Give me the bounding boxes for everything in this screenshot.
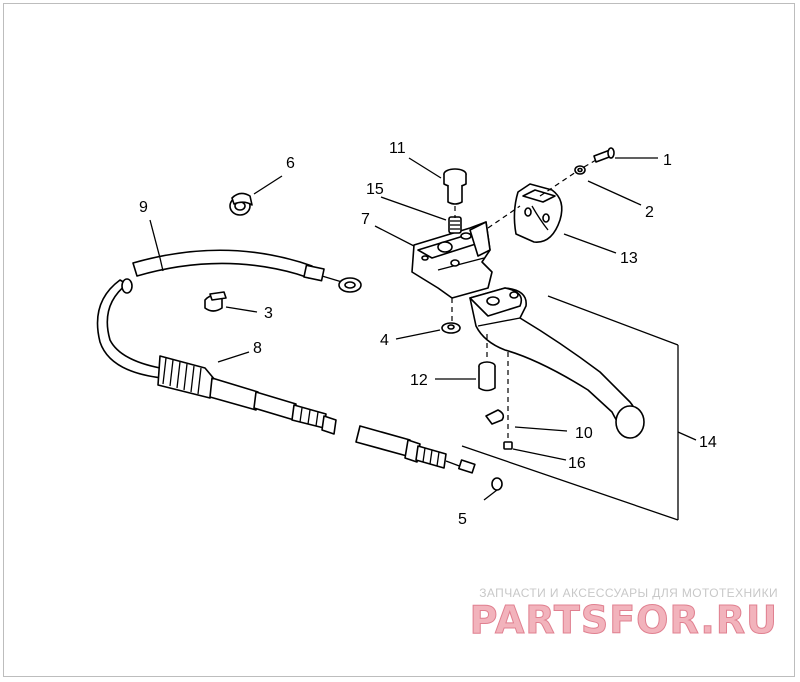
cable-assembly-8 — [96, 278, 337, 435]
callout-15: 15 — [366, 181, 384, 198]
diagram-frame — [3, 3, 795, 677]
bushing-12 — [478, 361, 496, 392]
callout-11: 11 — [389, 140, 406, 157]
nut-16 — [503, 441, 513, 450]
callout-7: 7 — [361, 211, 370, 228]
watermark: ЗАПЧАСТИ И АКСЕССУАРЫ ДЛЯ МОТОТЕХНИКИ PA… — [469, 586, 778, 643]
interlock-4 — [441, 322, 461, 334]
callout-2: 2 — [645, 204, 654, 221]
clip-3 — [204, 291, 227, 312]
callout-numbers: 1 2 3 4 5 6 7 8 9 10 11 12 13 14 15 16 — [139, 140, 717, 528]
retaining-clip-10 — [485, 409, 505, 425]
clutch-lever-14 — [469, 287, 645, 439]
watermark-tagline: ЗАПЧАСТИ И АКСЕССУАРЫ ДЛЯ МОТОТЕХНИКИ — [479, 586, 778, 600]
spring-15 — [448, 216, 462, 234]
callout-9: 9 — [139, 199, 148, 216]
callout-10: 10 — [575, 425, 593, 442]
cable-housing-9 — [132, 249, 362, 293]
o-ring-5 — [491, 477, 503, 491]
callout-4: 4 — [380, 332, 389, 349]
callout-6: 6 — [286, 155, 295, 172]
leader-lines — [149, 157, 697, 521]
screw-1 — [593, 147, 615, 163]
clamp-13 — [513, 183, 563, 243]
washer-2 — [574, 165, 586, 175]
callout-3: 3 — [264, 305, 273, 322]
cable-end-fitting — [355, 425, 476, 474]
assembly-lines — [451, 159, 597, 440]
callout-8: 8 — [253, 340, 262, 357]
pivot-pin-11 — [443, 168, 467, 205]
lever-bracket-7 — [411, 221, 493, 299]
callout-16: 16 — [568, 455, 586, 472]
callout-13: 13 — [620, 250, 638, 267]
callout-5: 5 — [458, 511, 467, 528]
watermark-logo: PARTSFOR.RU — [469, 598, 778, 643]
callout-14: 14 — [699, 434, 717, 451]
grommet-6 — [229, 192, 253, 216]
callout-12: 12 — [410, 372, 428, 389]
callout-1: 1 — [663, 152, 672, 169]
